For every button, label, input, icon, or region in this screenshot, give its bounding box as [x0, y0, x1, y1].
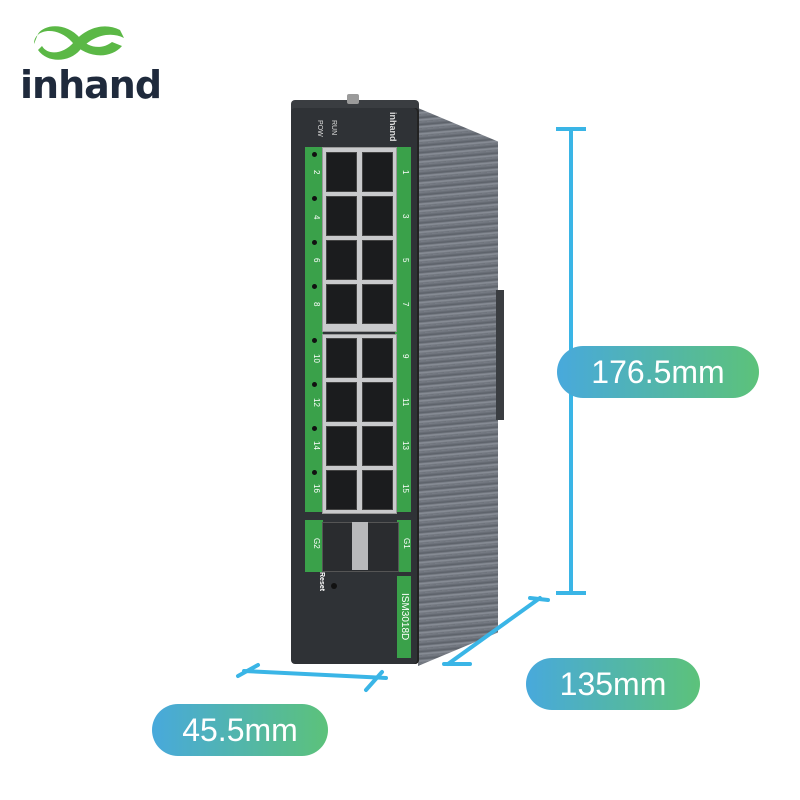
rj45-port[interactable]: [362, 426, 393, 466]
link-led: [312, 426, 317, 431]
rj45-port[interactable]: [326, 240, 357, 280]
device-side-heatsink: [418, 108, 498, 666]
rj45-port[interactable]: [362, 196, 393, 236]
height-bottom-cap: [556, 591, 586, 595]
port-label-11: 11: [401, 398, 410, 407]
port-label-1: 1: [401, 170, 410, 175]
link-led: [312, 240, 317, 245]
antenna-screw: [347, 94, 359, 104]
front-logo: inhand: [388, 112, 398, 142]
sfp-right-strip: [397, 520, 411, 572]
port-label-6: 6: [312, 258, 321, 263]
sfp-divider: [352, 522, 368, 570]
rj45-port[interactable]: [362, 338, 393, 378]
rj45-port[interactable]: [326, 196, 357, 236]
port-label-12: 12: [312, 398, 321, 407]
port-label-10: 10: [312, 354, 321, 363]
link-led: [312, 382, 317, 387]
rj45-port[interactable]: [362, 284, 393, 324]
model-label: ISM3018D: [397, 576, 411, 658]
rj45-port[interactable]: [326, 284, 357, 324]
right-port-strip: [395, 147, 411, 512]
height-dimension-pill: 176.5mm: [557, 346, 759, 398]
port-label-15: 15: [401, 484, 410, 493]
brand-name: inhand: [20, 63, 162, 107]
sfp-label-g2: G2: [312, 538, 321, 549]
inhand-logo-icon: [34, 26, 124, 60]
rj45-port[interactable]: [326, 152, 357, 192]
led-label-pow: POW: [316, 120, 323, 137]
rj45-port[interactable]: [326, 426, 357, 466]
link-led: [312, 284, 317, 289]
link-led: [312, 338, 317, 343]
width-dimension-pill: 45.5mm: [152, 704, 328, 756]
led-label-run: RUN: [330, 120, 337, 136]
port-label-3: 3: [401, 214, 410, 219]
left-port-strip: [305, 147, 323, 512]
rj45-port[interactable]: [326, 338, 357, 378]
rj45-port[interactable]: [362, 152, 393, 192]
link-led: [312, 196, 317, 201]
port-label-13: 13: [401, 441, 410, 450]
sfp-label-g1: G1: [402, 538, 411, 549]
port-label-7: 7: [401, 302, 410, 307]
rj45-port[interactable]: [326, 382, 357, 422]
height-top-cap: [556, 127, 586, 131]
sfp-left-strip: [305, 520, 323, 572]
port-label-16: 16: [312, 484, 321, 493]
depth-dimension-pill: 135mm: [526, 658, 700, 710]
rj45-port[interactable]: [362, 382, 393, 422]
reset-label: Reset: [318, 572, 325, 592]
port-label-9: 9: [401, 354, 410, 359]
port-label-2: 2: [312, 170, 321, 175]
port-label-14: 14: [312, 441, 321, 450]
reset-button[interactable]: [331, 583, 337, 589]
rj45-port[interactable]: [362, 470, 393, 510]
rj45-port[interactable]: [362, 240, 393, 280]
port-label-4: 4: [312, 215, 321, 220]
link-led: [312, 470, 317, 475]
din-rail-clip: [496, 290, 504, 420]
port-label-5: 5: [401, 258, 410, 263]
link-led: [312, 152, 317, 157]
port-label-8: 8: [312, 302, 321, 307]
rj45-port[interactable]: [326, 470, 357, 510]
